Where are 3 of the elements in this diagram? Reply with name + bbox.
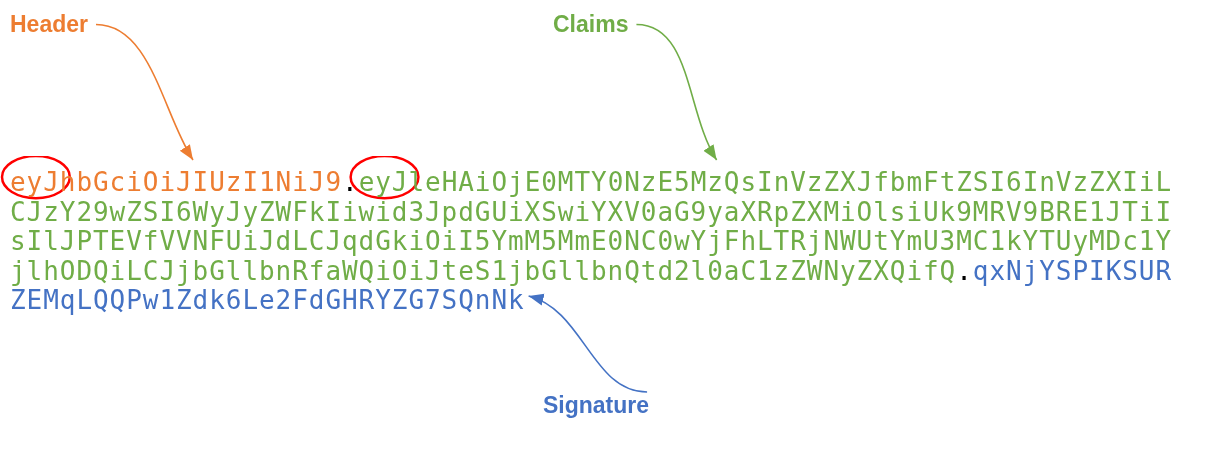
callout-label: Signature bbox=[543, 392, 650, 419]
callout-label: Header bbox=[10, 11, 88, 38]
callout-label: Claims bbox=[553, 11, 629, 38]
